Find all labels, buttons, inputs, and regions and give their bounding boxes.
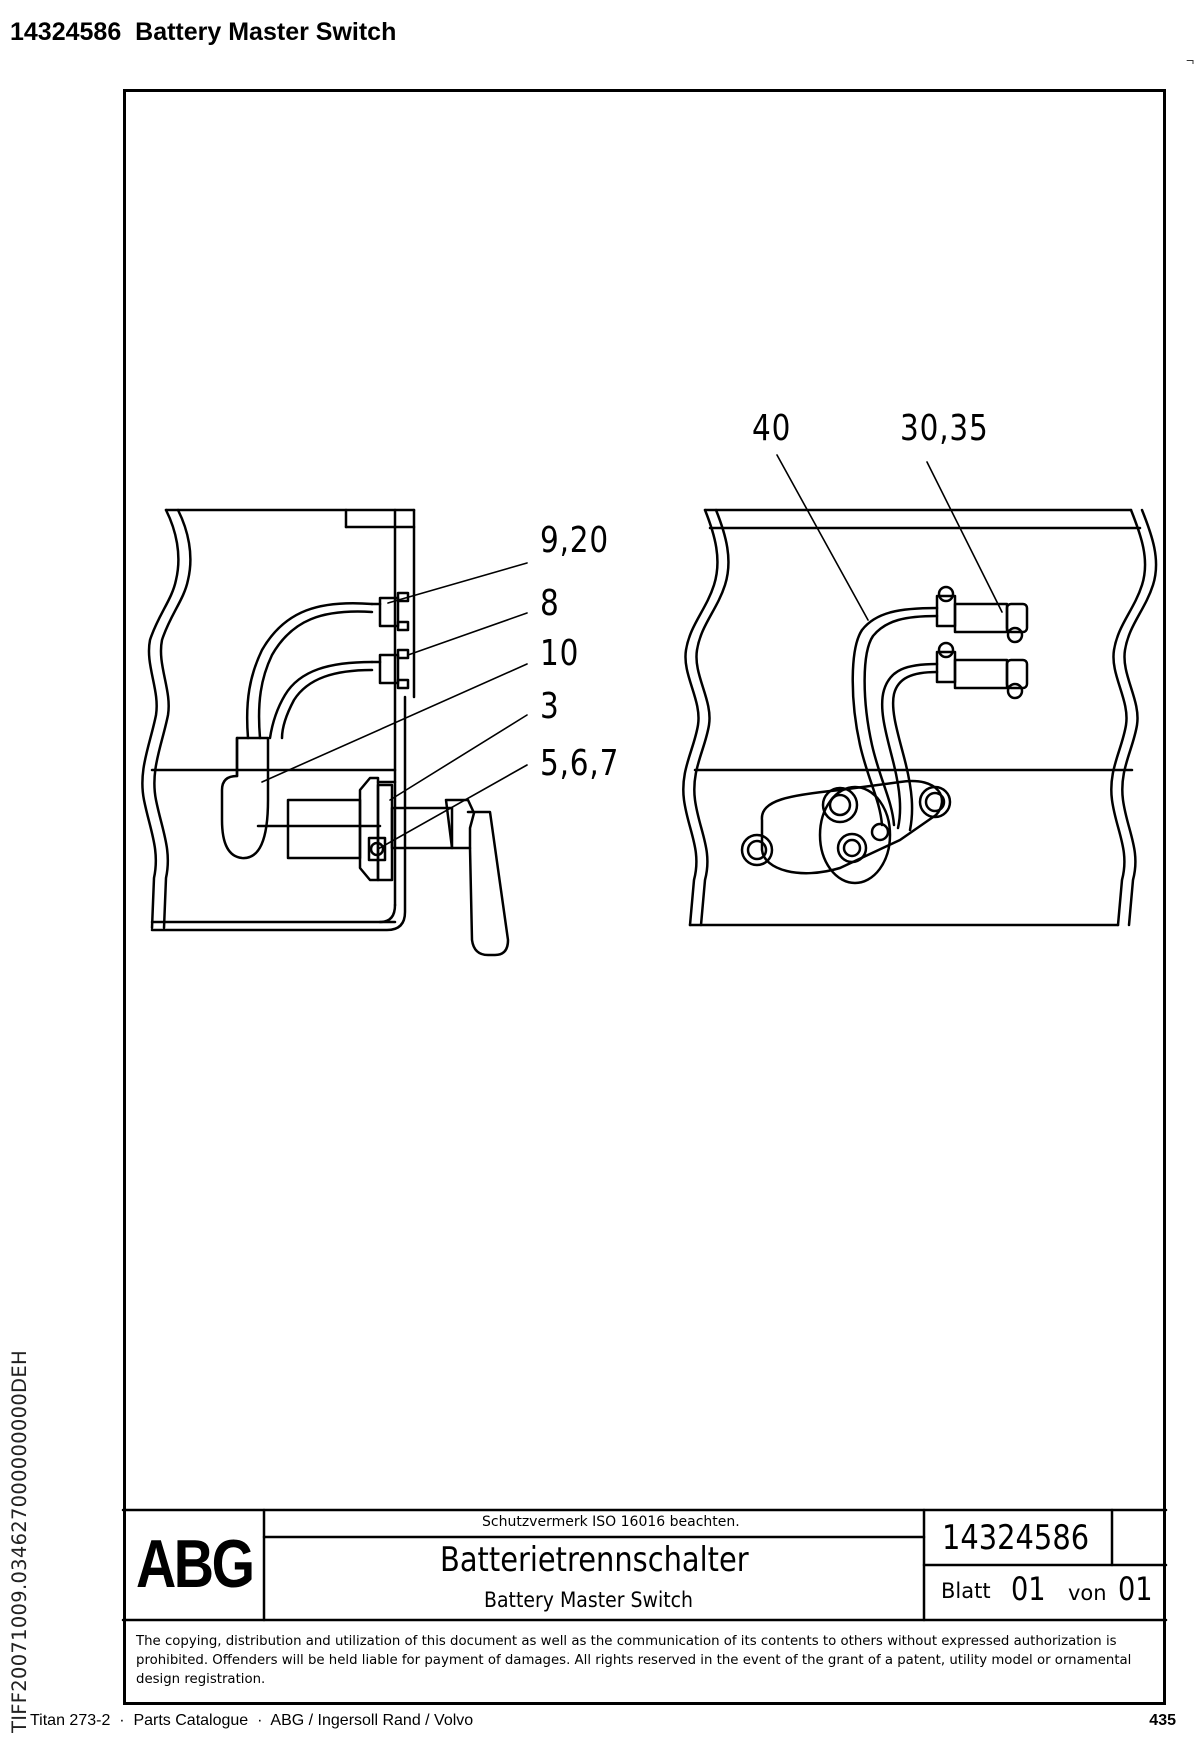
- sheet-total: 01: [1118, 1570, 1153, 1608]
- footer-info: Titan 273-2 · Parts Catalogue · ABG / In…: [30, 1712, 473, 1730]
- right-view-break-left-2: [693, 508, 730, 927]
- callout-5-6-7: 5,6,7: [540, 743, 620, 784]
- title-block-lines: [121, 1508, 1168, 1622]
- callout-3: 3: [540, 686, 560, 727]
- page-footer: Titan 273-2 · Parts Catalogue · ABG / In…: [30, 1712, 1176, 1734]
- footer-document: Parts Catalogue: [133, 1712, 249, 1729]
- footer-separator-1: ·: [119, 1712, 125, 1729]
- page-number: 435: [1149, 1712, 1176, 1729]
- part-number: 14324586: [10, 18, 122, 46]
- protection-note: Schutzvermerk ISO 16016 beachten.: [482, 1514, 740, 1530]
- left-view-connectors: [370, 591, 410, 690]
- page-title: 14324586 Battery Master Switch: [10, 18, 396, 47]
- callout-8: 8: [540, 583, 560, 624]
- callout-30-35: 30,35: [900, 408, 989, 449]
- callout-40: 40: [752, 408, 792, 449]
- drawing-frame: [123, 89, 1166, 1705]
- right-view-plugs: [935, 585, 1029, 700]
- footer-separator-2: ·: [257, 1712, 263, 1729]
- right-view-break-right: [1110, 508, 1147, 927]
- copyright-notice: The copying, distribution and utilizatio…: [136, 1634, 1132, 1687]
- callout-9-20: 9,20: [540, 520, 610, 561]
- right-view-mounting: [682, 508, 1158, 927]
- left-view-break-left: [141, 508, 180, 930]
- leader-lines: [261, 454, 1003, 850]
- sheet-label: Blatt: [941, 1579, 991, 1603]
- left-view-break-left-2: [153, 508, 192, 930]
- footer-product: Titan 273-2: [30, 1712, 111, 1729]
- crop-mark-top-right: ¬: [1186, 52, 1195, 68]
- drawing-number: 14324586: [942, 1518, 1090, 1558]
- abg-logo: ABG: [136, 1526, 255, 1602]
- left-view-mounting: [141, 508, 416, 932]
- right-view-break-right-2: [1121, 508, 1158, 927]
- side-document-code: TIFF20071009.034627000000000DEH: [8, 1350, 31, 1733]
- left-view-cables: [245, 601, 374, 740]
- sheet-number: 01: [1011, 1570, 1046, 1608]
- right-view-cables: [851, 606, 939, 832]
- of-label: von: [1068, 1581, 1107, 1605]
- right-view-switch-base: [740, 779, 952, 885]
- title-text: Battery Master Switch: [135, 18, 397, 46]
- title-german: Batterietrennschalter: [440, 1540, 749, 1580]
- left-view-switch-body: [220, 736, 510, 957]
- footer-manufacturer: ABG / Ingersoll Rand / Volvo: [270, 1712, 474, 1729]
- title-english: Battery Master Switch: [484, 1588, 694, 1612]
- right-view-break-left: [682, 508, 719, 927]
- callout-10: 10: [540, 633, 580, 674]
